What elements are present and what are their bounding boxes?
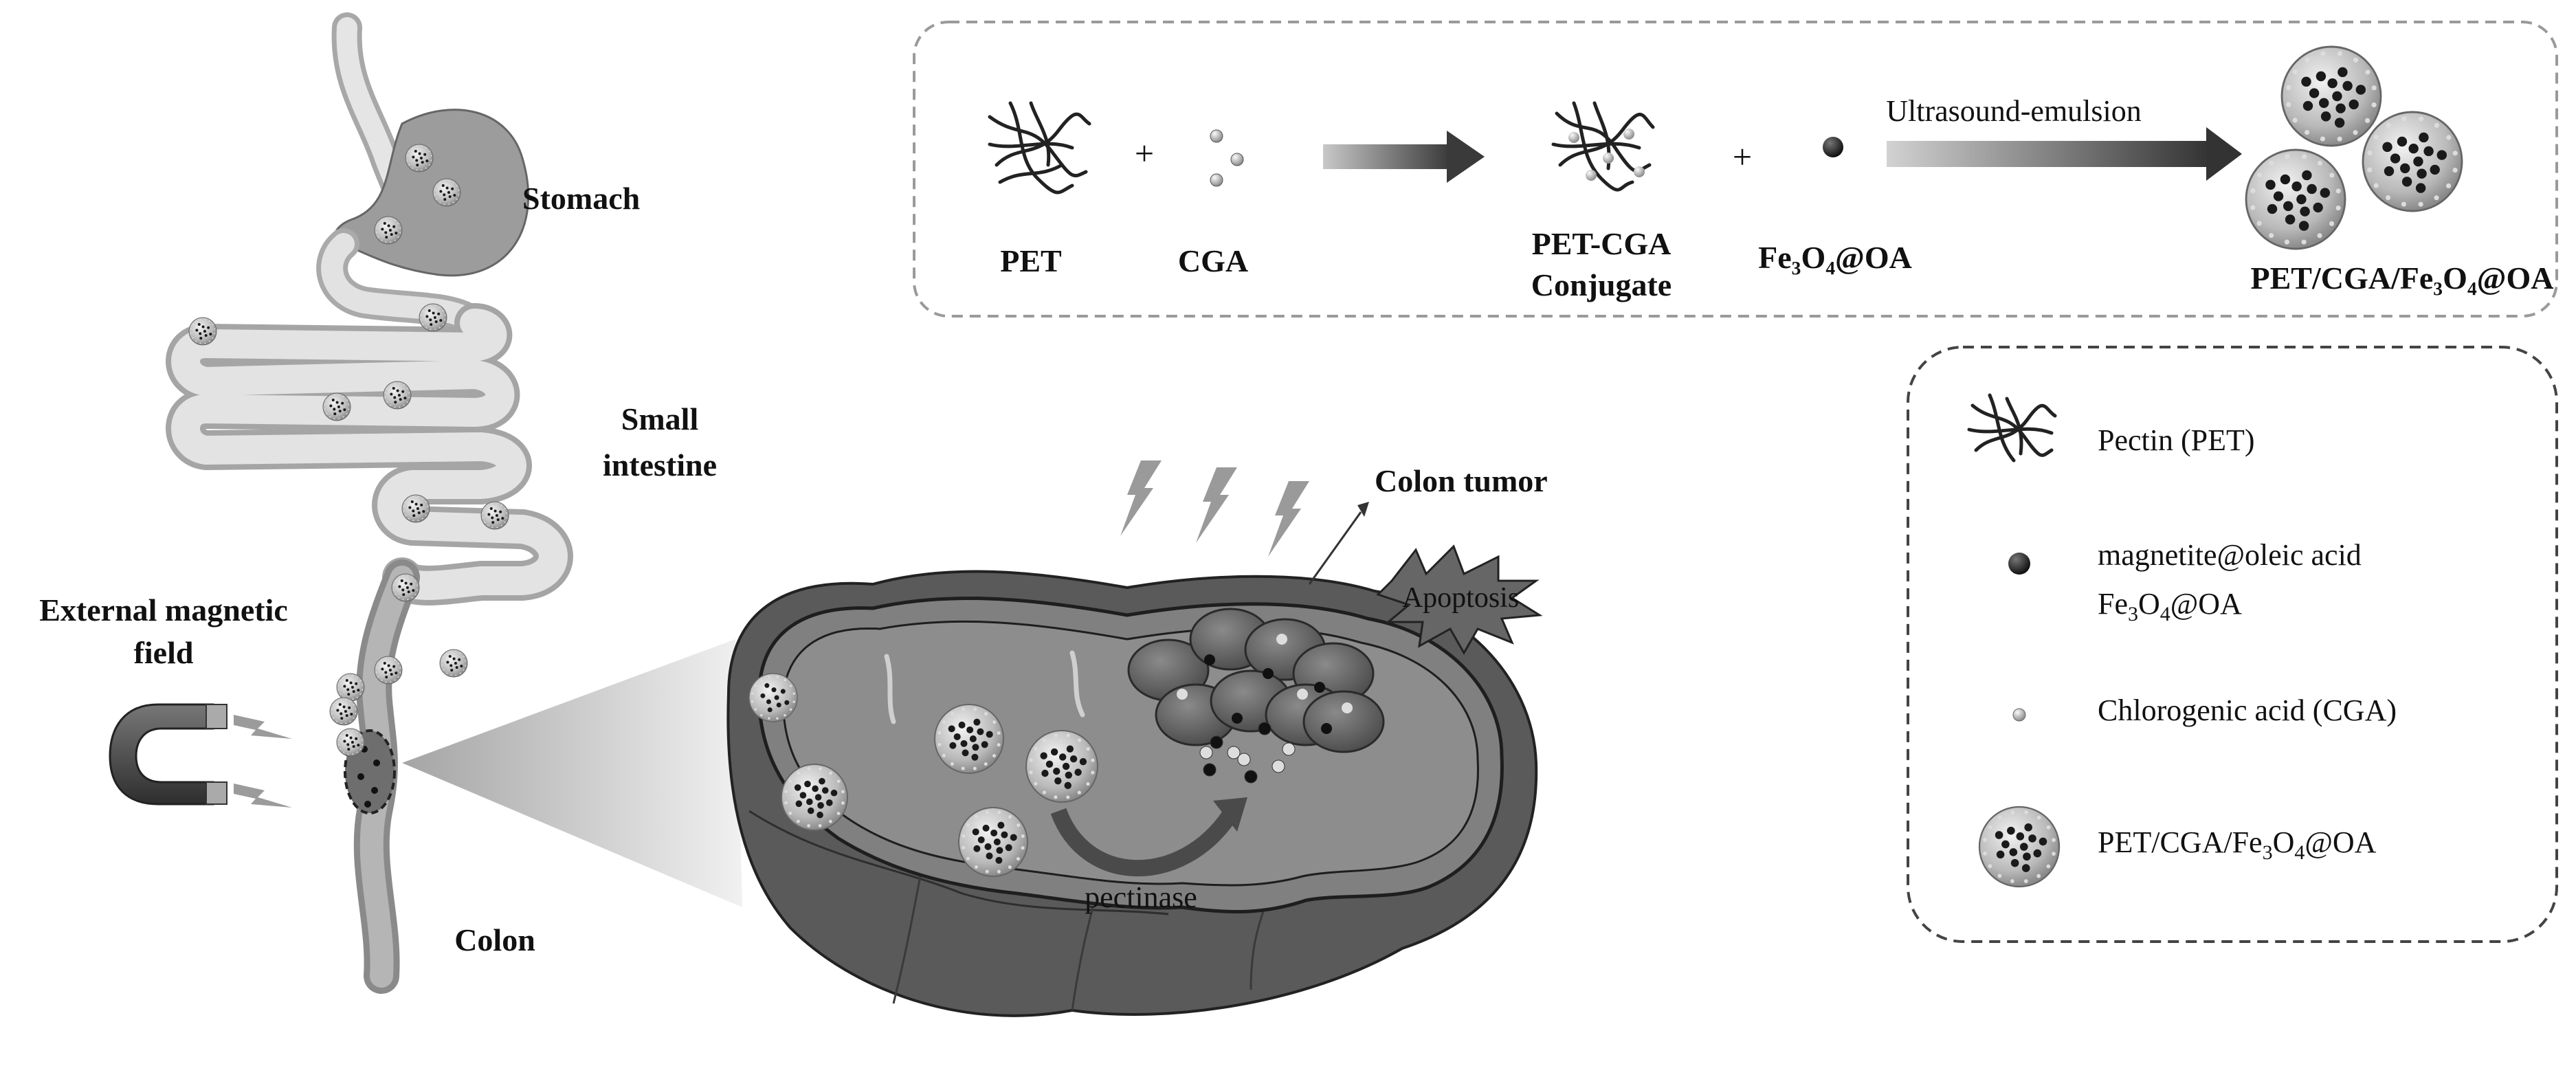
colon-tumor-label: Colon tumor: [1375, 463, 1548, 498]
small-intestine: [166, 303, 573, 606]
product-nanocomposite-icons: [2245, 45, 2463, 250]
legend-magnetite-label-line2: Fe3O4@OA: [2098, 587, 2242, 625]
synthesis-panel: PET + CGA: [913, 21, 2558, 318]
nanocomposite-particle: [419, 303, 447, 332]
nanocomposite-particle: [2245, 148, 2346, 250]
legend-magnetite-icon: [2008, 553, 2030, 575]
tract-nanoparticles: [188, 144, 509, 757]
conjugate-icon: [1551, 101, 1655, 192]
legend-cga-icon: [2012, 708, 2026, 722]
nanocomposite-particle: [480, 501, 509, 530]
plus-sign-1: +: [1135, 134, 1154, 173]
small-intestine-label-line1: Small: [621, 401, 698, 436]
colon-label: Colon: [454, 922, 535, 957]
nanocomposite-particle: [391, 573, 420, 602]
nanocomposite-particle: [383, 381, 412, 410]
nanocomposite-particle: [336, 673, 365, 702]
nanocomposite-particle: [1978, 806, 2061, 888]
nanocomposite-particle: [2280, 45, 2382, 147]
legend-cga-label: Chlorogenic acid (CGA): [2098, 693, 2397, 727]
process-label: Ultrasound-emulsion: [1886, 94, 2142, 128]
legend-pectin-label: Pectin (PET): [2098, 423, 2255, 457]
tumor-pointer-line: [1308, 511, 1362, 585]
nanocomposite-particle: [781, 764, 848, 831]
plus-sign-2: +: [1733, 137, 1752, 176]
apoptosis-label: Apoptosis: [1402, 582, 1519, 614]
zoom-cone: [402, 639, 742, 907]
small-intestine-label-line2: intestine: [603, 447, 717, 482]
cga-dots-icon: [1210, 129, 1244, 187]
legend-panel-border: [1907, 346, 2558, 943]
pet-label: PET: [1000, 243, 1061, 278]
apoptosis-burst: Apoptosis: [1376, 544, 1543, 656]
pectin-fiber-icon: [988, 101, 1091, 195]
nanocomposite-particle: [322, 392, 351, 421]
nanocomposite-particle: [401, 494, 430, 523]
conjugate-label-line2: Conjugate: [1531, 267, 1672, 302]
colon-nanoparticles: [748, 673, 1099, 877]
nanocomposite-particle: [934, 704, 1004, 774]
nanocomposite-particle: [432, 178, 461, 207]
reaction-arrow-2: [1887, 127, 2242, 181]
pectinase-arrow: [1050, 808, 1237, 877]
magnetic-field-lightning-icons: [234, 715, 292, 808]
cga-label: CGA: [1178, 243, 1248, 278]
nanocomposite-particle: [2362, 111, 2463, 212]
fe3o4-nanoparticle-icon: [1823, 137, 1843, 157]
colon-tumor-cross-section: pectinase: [726, 570, 1538, 1017]
magnet-label-line2: field: [134, 635, 194, 670]
nanocomposite-particle: [336, 728, 365, 757]
legend-nanocomposite-icon: [1978, 806, 2061, 888]
nanocomposite-particle: [188, 317, 217, 346]
nanocomposite-particle: [439, 649, 468, 678]
nanocomposite-particle: [1025, 729, 1099, 803]
fe3o4-label: Fe₃O₄@OA: [1758, 240, 1912, 275]
reaction-arrow-1: [1323, 131, 1485, 183]
magnet-label-line1: External magnetic: [39, 592, 288, 628]
nanocomposite-particle: [374, 656, 403, 685]
gi-tract-illustration: [166, 12, 573, 994]
nanocomposite-particle: [329, 697, 358, 726]
stomach-label: Stomach: [522, 181, 640, 216]
legend-pectin-icon: [1967, 393, 2057, 463]
pectinase-label: pectinase: [1085, 880, 1197, 914]
released-drug-particles: [1199, 722, 1296, 784]
ultrasound-lightning-icons: [1120, 460, 1309, 557]
nanocomposite-particle: [748, 673, 798, 722]
tumor-cell-cluster: [1127, 608, 1385, 753]
nanocomposite-particle: [374, 216, 403, 245]
nanocomposite-particle: [958, 807, 1028, 877]
conjugate-label-line1: PET-CGA: [1532, 226, 1672, 261]
legend-nanocomposite-label: PET/CGA/Fe3O4@OA: [2098, 825, 2377, 864]
synthesis-panel-border: [913, 21, 2558, 318]
magnet-icon: [109, 703, 227, 806]
product-label: PET/CGA/Fe₃O₄@OA: [2251, 260, 2554, 296]
legend-panel: Pectin (PET) magnetite@oleic acid Fe3O4@…: [1907, 346, 2558, 943]
legend-magnetite-label-line1: magnetite@oleic acid: [2098, 538, 2362, 572]
nanocomposite-particle: [405, 144, 434, 173]
